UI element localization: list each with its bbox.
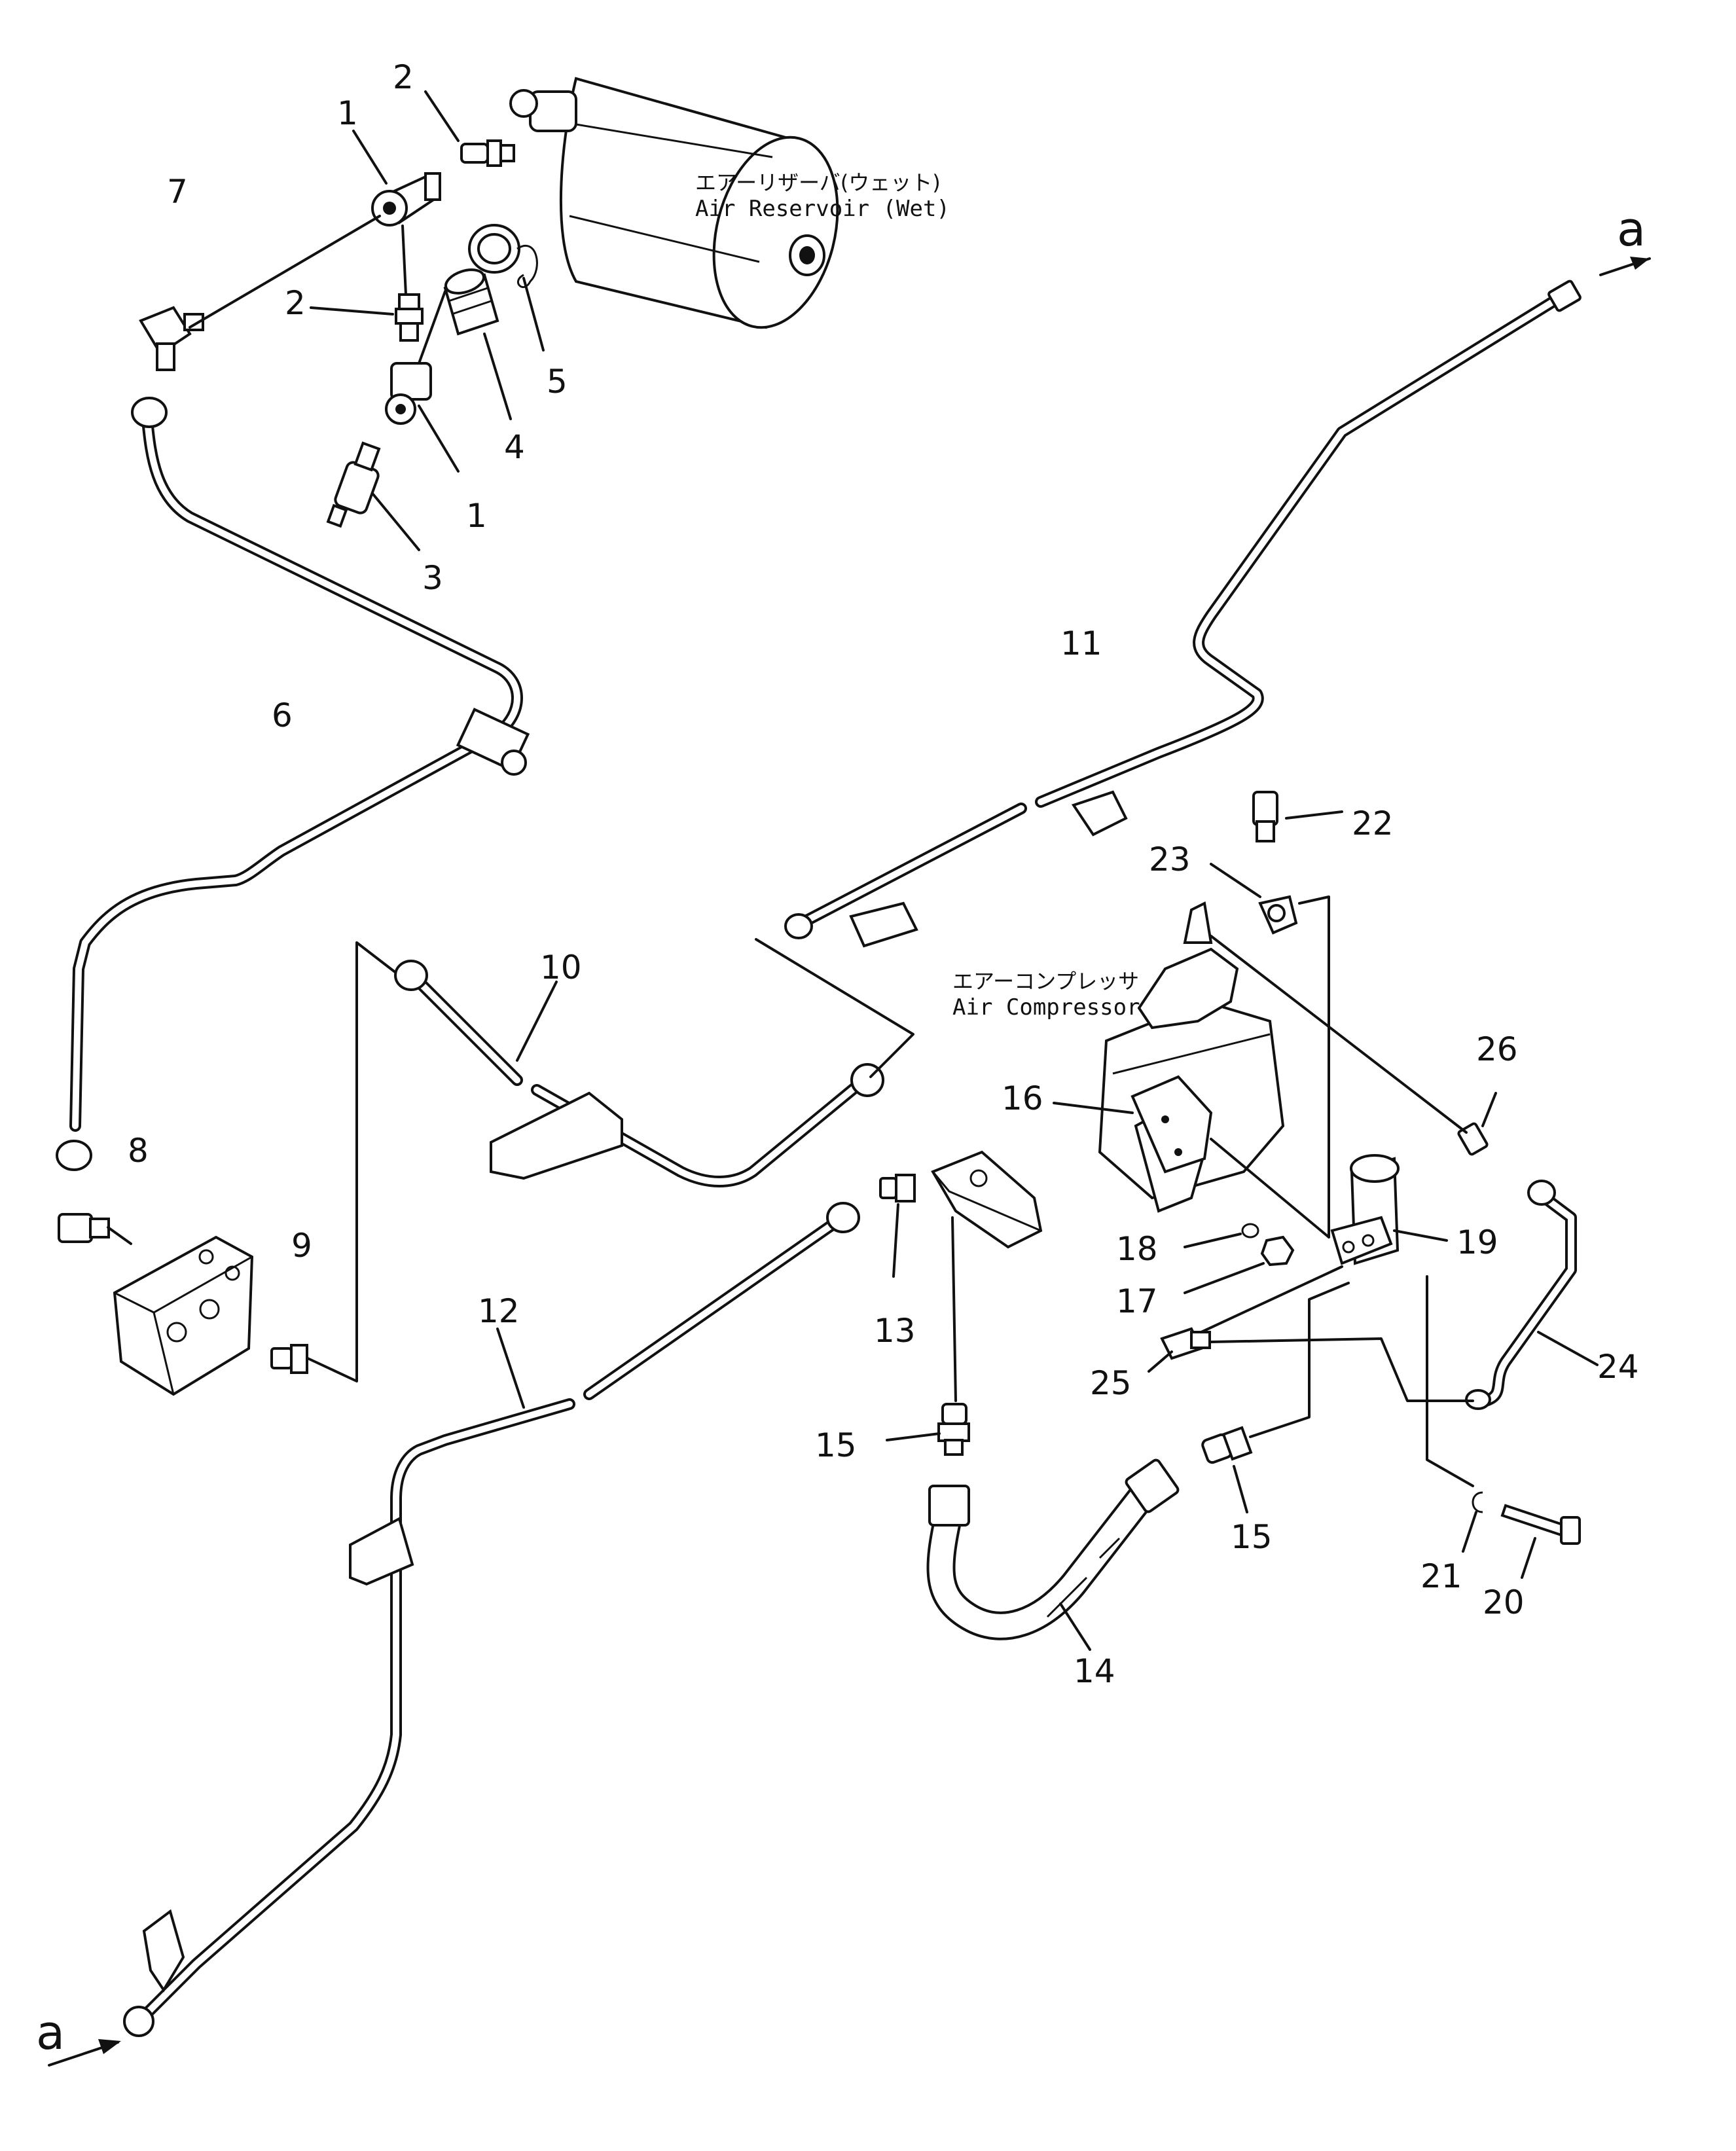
distribution-block xyxy=(113,1235,254,1396)
leader-line-9-tube xyxy=(306,941,401,1383)
callout-12: 12 xyxy=(478,1292,520,1330)
leader-line-26b xyxy=(1481,1092,1497,1127)
leader-line-10 xyxy=(516,981,558,1062)
leader-line-10b xyxy=(755,938,914,1078)
callout-2-upper: 2 xyxy=(393,58,414,96)
part-22-fitting xyxy=(1252,791,1278,842)
pipe-11 xyxy=(784,280,1582,948)
part-1-tee-upper xyxy=(371,172,441,226)
callout-10: 10 xyxy=(540,949,582,986)
part-9-nipple xyxy=(270,1344,308,1374)
leader-line-25c xyxy=(1200,1265,1343,1333)
callout-1-lower: 1 xyxy=(466,497,487,535)
callout-22: 22 xyxy=(1352,804,1394,842)
callout-14: 14 xyxy=(1074,1652,1115,1690)
part-2-nipple-upper xyxy=(460,139,515,167)
leader-line-13 xyxy=(892,1203,899,1278)
leader-lines-reservoir xyxy=(189,90,545,551)
leader-line-25b xyxy=(1210,1337,1474,1402)
callout-4: 4 xyxy=(504,428,525,466)
marker-a-top-right: a xyxy=(1617,202,1646,257)
part-1-tee-lower xyxy=(385,362,432,425)
callout-6: 6 xyxy=(272,696,293,734)
part-14-hose xyxy=(926,1458,1180,1640)
callout-25: 25 xyxy=(1090,1364,1132,1402)
part-15-fitting-left xyxy=(937,1403,970,1456)
leader-line-22 xyxy=(1285,810,1343,820)
leader-line-8 xyxy=(107,1226,132,1245)
part-13-nipple xyxy=(879,1174,916,1202)
air-reservoir-tank xyxy=(509,77,839,329)
leader-line-15-left xyxy=(951,1216,957,1402)
callout-21: 21 xyxy=(1420,1557,1462,1595)
leader-line-15-right xyxy=(1249,1282,1350,1438)
part-16-bracket xyxy=(1130,1075,1213,1174)
callout-24: 24 xyxy=(1597,1348,1639,1386)
leader-line-19 xyxy=(1393,1229,1448,1242)
callout-1-upper: 1 xyxy=(337,94,358,132)
callout-23: 23 xyxy=(1149,841,1191,878)
leader-line-16b xyxy=(1210,1138,1330,1238)
callout-2-lower: 2 xyxy=(285,284,306,322)
callout-13: 13 xyxy=(874,1312,916,1350)
callout-9: 9 xyxy=(291,1227,312,1265)
air-reservoir-label-jp: エアーリザーバ(ウェット) xyxy=(695,170,941,195)
part-3-drain-valve xyxy=(326,441,381,528)
relay-valve-block xyxy=(931,1150,1043,1249)
marker-a-top-right-arrowhead xyxy=(1630,257,1650,270)
leader-line-20 xyxy=(1521,1537,1536,1579)
part-24-pipe xyxy=(1465,1180,1577,1410)
leader-line-16 xyxy=(1053,1102,1134,1114)
leader-line-12 xyxy=(496,1328,525,1409)
callout-15-left: 15 xyxy=(815,1426,857,1464)
leader-line-24 xyxy=(1537,1331,1599,1366)
part-19-governor xyxy=(1330,1154,1400,1265)
pipe-12 xyxy=(123,1202,860,2037)
part-26-nipple xyxy=(1457,1122,1489,1156)
leader-line-14 xyxy=(1059,1602,1091,1651)
callout-26: 26 xyxy=(1476,1030,1518,1068)
air-compressor-label-en: Air Compressor xyxy=(952,994,1140,1021)
air-compressor xyxy=(1098,901,1285,1213)
air-reservoir-label-en: Air Reservoir (Wet) xyxy=(695,196,950,222)
callout-11: 11 xyxy=(1060,624,1102,662)
callout-5: 5 xyxy=(547,363,568,401)
callout-19: 19 xyxy=(1456,1223,1498,1261)
leader-line-20-21 xyxy=(1426,1275,1474,1487)
air-compressor-label-jp: エアーコンプレッサ xyxy=(952,969,1139,994)
part-5-dust-cap xyxy=(468,224,538,289)
leader-line-25 xyxy=(1148,1350,1173,1373)
marker-a-bottom-left-arrowhead xyxy=(98,2039,121,2054)
callout-7: 7 xyxy=(167,173,188,211)
callout-18: 18 xyxy=(1116,1230,1158,1268)
pipe-10 xyxy=(394,960,884,1187)
callout-3: 3 xyxy=(422,559,443,597)
leader-line-17 xyxy=(1184,1262,1265,1294)
part-20-bolt xyxy=(1500,1504,1581,1545)
callout-16: 16 xyxy=(1002,1079,1043,1117)
part-8-elbow xyxy=(58,1213,110,1243)
part-17-nut xyxy=(1260,1235,1295,1267)
part-7-elbow xyxy=(139,306,204,371)
leader-line-23b xyxy=(1298,895,1330,1238)
callout-15-right: 15 xyxy=(1231,1518,1273,1556)
part-21-washer xyxy=(1472,1491,1483,1513)
callout-20: 20 xyxy=(1483,1583,1525,1621)
leader-line-15-right-b xyxy=(1233,1465,1248,1513)
callout-8: 8 xyxy=(128,1132,149,1170)
part-23-elbow xyxy=(1258,895,1298,935)
marker-a-bottom-left: a xyxy=(36,2005,65,2060)
leader-line-21 xyxy=(1462,1511,1477,1553)
part-4-coupler xyxy=(443,268,499,336)
part-15-fitting-right xyxy=(1201,1426,1253,1464)
leader-line-15-left-b xyxy=(886,1432,941,1441)
part-2-nipple-lower xyxy=(395,293,424,342)
part-18-washer xyxy=(1241,1223,1259,1238)
leader-line-23 xyxy=(1210,863,1261,898)
leader-line-18 xyxy=(1184,1233,1242,1248)
callout-17: 17 xyxy=(1116,1282,1158,1320)
leader-line-26 xyxy=(1210,935,1468,1134)
pipe-6 xyxy=(56,397,530,1171)
